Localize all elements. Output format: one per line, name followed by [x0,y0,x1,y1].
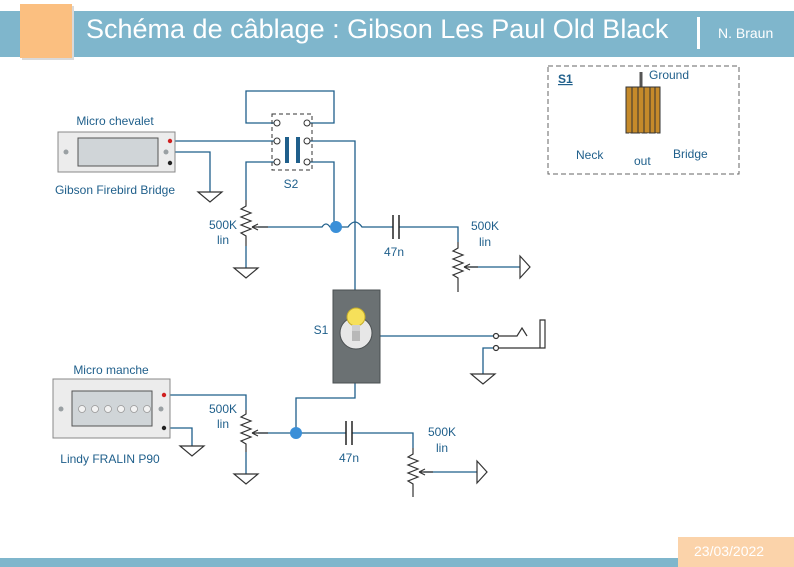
bridge-pickup-label: Micro chevalet [76,114,154,128]
s1-legend-ground: Ground [649,68,689,82]
page-title: Schéma de câblage : Gibson Les Paul Old … [86,14,669,44]
neck-tone-pot-value: 500K [428,425,456,439]
s1-legend-out: out [634,154,651,168]
bridge-volume-pot-value: 500K [209,218,237,232]
wire-bridge-wiper [258,223,336,228]
neck-tone-capacitor [345,421,353,445]
ground-neck-tone [476,459,488,485]
bridge-tone-cap-value: 47n [384,245,404,259]
bridge-tone-pot-taper: lin [479,235,491,249]
ground-neck-volume [232,473,260,485]
wire-cap-to-tone [399,226,459,242]
footer-bar [0,558,794,567]
date-box [678,537,794,567]
header-bar [0,11,794,57]
switch-s2-label: S2 [284,177,299,191]
s1-legend-bridge: Bridge [673,147,708,161]
neck-tone-cap-value: 47n [339,451,359,465]
bridge-tone-pot [451,242,478,292]
ground-bridge-tone [519,254,531,280]
wire-s1-to-neck-junction [295,382,356,433]
wire-neck-hot [170,394,247,410]
neck-pickup [52,378,171,439]
neck-tone-pot-taper: lin [436,441,448,455]
toggle-switch-s1 [332,289,381,384]
neck-volume-pot-value: 500K [209,402,237,416]
ground-bridge-pickup [196,191,224,203]
neck-tone-pot [406,448,433,497]
ground-jack [469,373,497,385]
author-name: N. Braun [718,25,774,41]
neck-volume-pot [239,410,268,452]
header-accent-square [20,4,72,58]
neck-volume-pot-taper: lin [217,417,229,431]
bridge-tone-capacitor [392,215,400,239]
bridge-volume-pot-taper: lin [217,233,229,247]
bridge-pickup [57,131,176,173]
wire-s2-to-s1 [307,140,356,290]
bridge-pickup-model: Gibson Firebird Bridge [55,183,175,197]
bridge-tone-pot-value: 500K [471,219,499,233]
junction-dot-neck [290,427,302,439]
wire-to-bridge-cap [336,221,393,228]
s1-legend [547,65,740,175]
neck-pickup-label: Micro manche [73,363,149,377]
ground-neck-pickup [178,445,206,457]
bridge-volume-pot [239,200,268,246]
wire-neck-cap-to-tone [352,432,414,448]
junction-dot-bridge [330,221,342,233]
wire-neck-ground [170,427,193,446]
ground-bridge-volume [232,267,260,279]
wire-bridge-ground [175,151,211,192]
s1-legend-title: S1 [558,72,573,86]
toggle-switch-s1-label: S1 [314,323,329,337]
wire-s2-to-vol [245,161,277,200]
wire-s2-to-junction [307,161,335,227]
s1-legend-neck: Neck [576,148,604,162]
title-separator [697,17,700,49]
wire-s2-loop [245,90,335,124]
neck-pickup-model: Lindy FRALIN P90 [60,452,160,466]
footer-date: 23/03/2022 [694,543,765,559]
switch-s2 [271,113,313,171]
wire-jack-ground [482,347,496,374]
output-jack [492,319,546,352]
